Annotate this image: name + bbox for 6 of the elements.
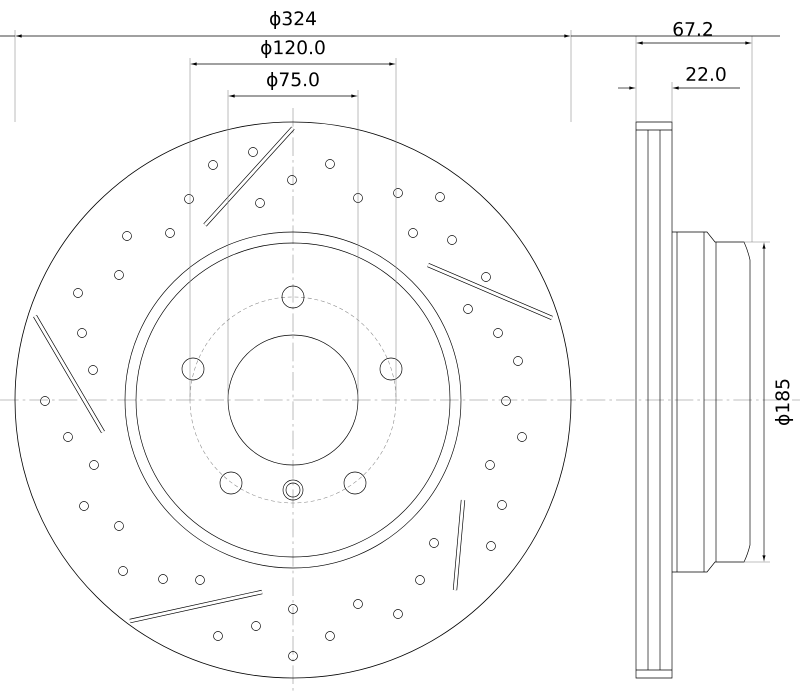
dimension-text: ϕ75.0 xyxy=(267,72,319,90)
dimension-text: ϕ120.0 xyxy=(261,40,325,58)
dimension-text: 22.0 xyxy=(686,66,726,82)
dimension-text: ϕ324 xyxy=(270,10,316,30)
dimension-text: 67.2 xyxy=(674,22,712,36)
dimension-text: ϕ185 xyxy=(774,380,794,425)
